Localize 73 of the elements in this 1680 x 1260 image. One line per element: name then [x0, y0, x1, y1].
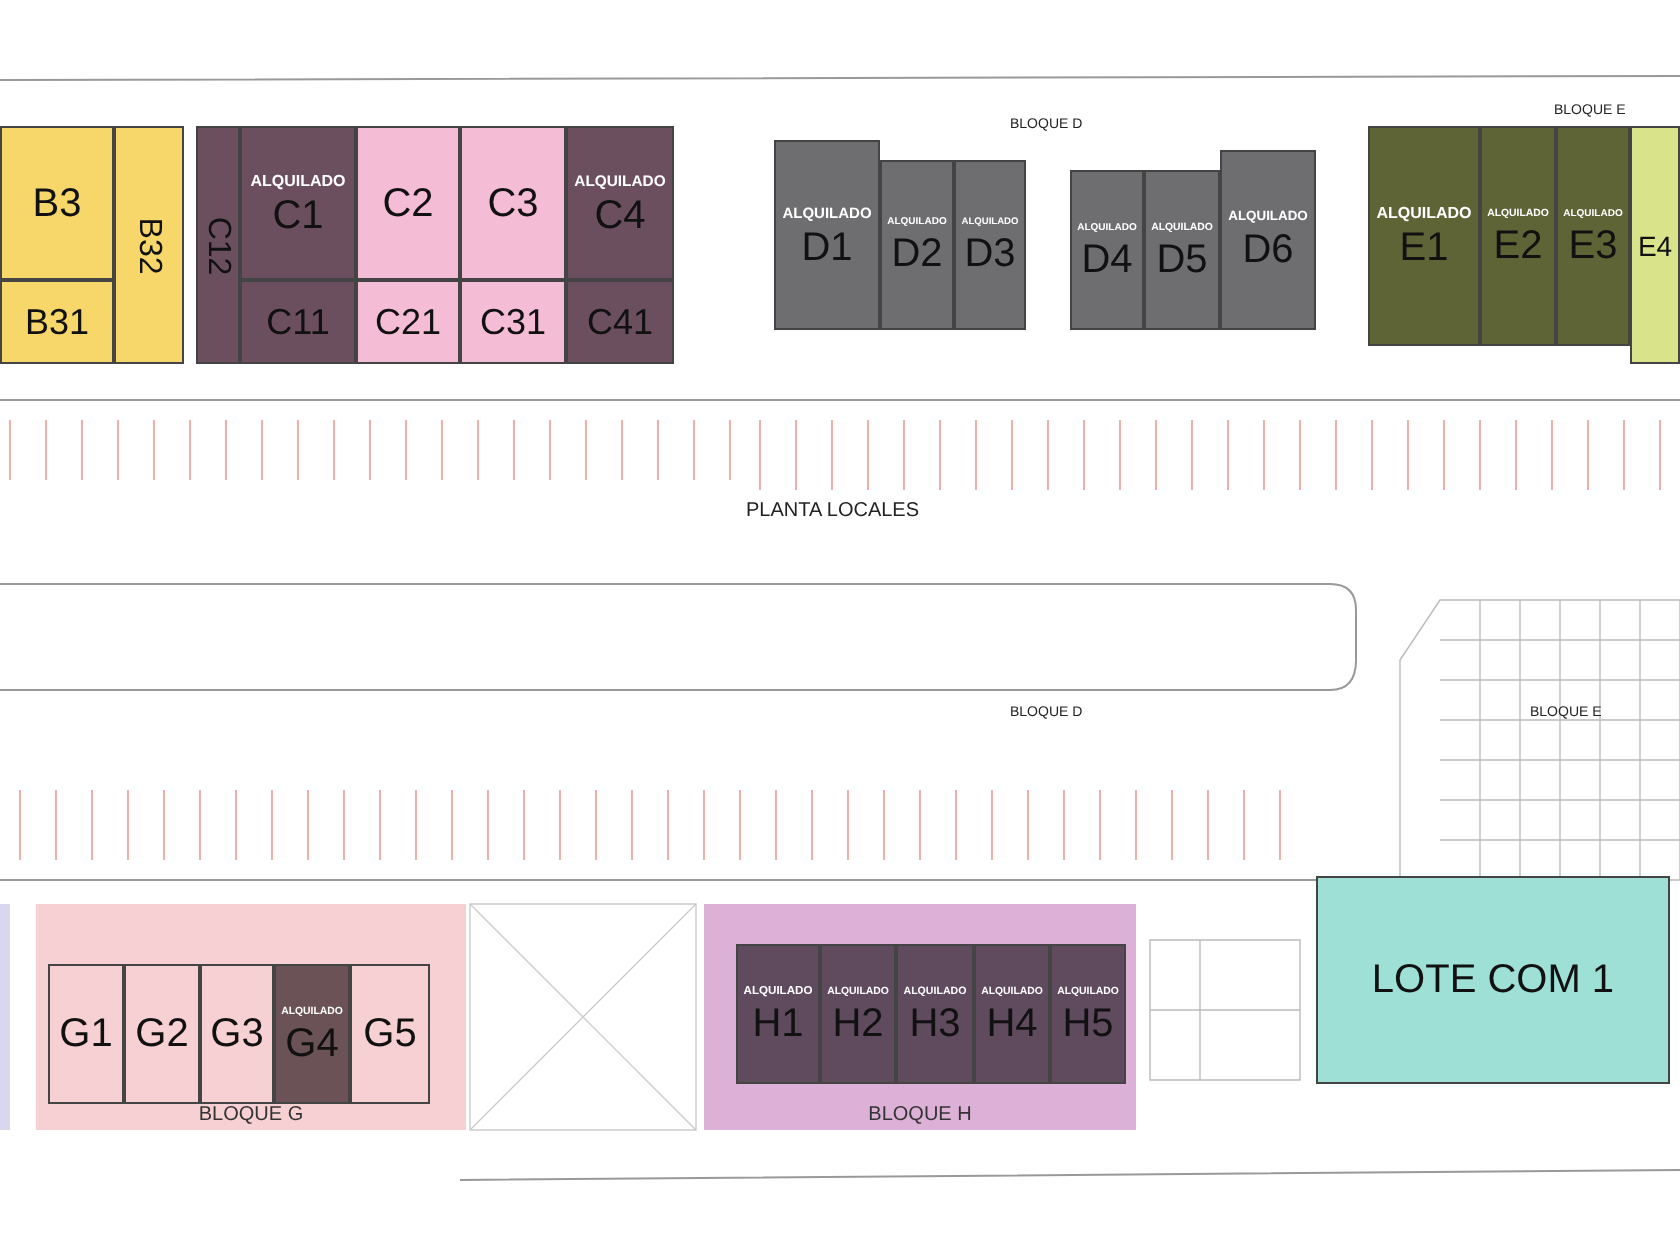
unit-label: D3: [964, 233, 1016, 273]
unit-label: G2: [135, 1014, 189, 1054]
shop-unit: [566, 280, 674, 364]
shop-unit: [1368, 126, 1480, 346]
unit-label: C41: [586, 304, 654, 340]
shop-unit: [1144, 170, 1220, 330]
unit-label: D6: [1242, 230, 1294, 270]
unit-label: D5: [1156, 239, 1208, 279]
unit-label: H1: [752, 1003, 804, 1043]
status-label: ALQUILADO: [1376, 204, 1472, 222]
shop-unit: [350, 964, 430, 1104]
unit-label: H5: [1062, 1003, 1114, 1043]
shop-unit: [974, 944, 1050, 1084]
unit-label: C31: [479, 304, 547, 340]
unit-label: C3: [487, 183, 539, 223]
shop-unit: [774, 140, 880, 330]
shop-unit: [0, 126, 114, 280]
unit-label: LOTE COM 1: [1371, 960, 1615, 1000]
shop-unit: [0, 280, 114, 364]
shop-unit: [954, 160, 1026, 330]
shop-unit: [356, 126, 460, 280]
block-title: BLOQUE G: [196, 1104, 306, 1126]
shop-unit: [1220, 150, 1316, 330]
unit-label: C4: [594, 195, 646, 235]
shop-unit: [460, 126, 566, 280]
unit-label: B31: [24, 304, 90, 340]
unit-label: B32: [133, 216, 165, 274]
unit-label: G5: [363, 1014, 417, 1054]
shop-unit: [736, 944, 820, 1084]
shop-unit: [896, 944, 974, 1084]
unit-label: C21: [374, 304, 442, 340]
unit-label: E4: [1637, 231, 1673, 259]
unit-label: C11: [266, 304, 330, 340]
shop-unit: [820, 944, 896, 1084]
shop-unit: [1480, 126, 1556, 346]
shop-unit: [566, 126, 674, 280]
area-label: PLANTA LOCALES: [746, 500, 920, 522]
shop-unit: [1316, 876, 1670, 1084]
shop-unit: [196, 126, 240, 364]
shop-unit: [1070, 170, 1144, 330]
shop-unit: [240, 126, 356, 280]
building-block-area: [704, 904, 1136, 1130]
shop-unit: [1050, 944, 1126, 1084]
status-label: ALQUILADO: [250, 171, 346, 189]
unit-label: D4: [1081, 239, 1133, 279]
unit-label: D2: [891, 234, 943, 274]
unit-label: C2: [382, 183, 434, 223]
unit-label: H4: [986, 1003, 1038, 1043]
unit-label: B3: [32, 183, 82, 223]
shop-unit: [200, 964, 274, 1104]
shop-unit: [240, 280, 356, 364]
unit-label: G4: [285, 1023, 339, 1063]
unit-label: G1: [59, 1014, 113, 1054]
shop-unit: [114, 126, 184, 364]
shop-unit: [356, 280, 460, 364]
shop-unit: [48, 964, 124, 1104]
unit-label: E3: [1568, 225, 1618, 265]
shop-unit: [274, 964, 350, 1104]
unit-label: D1: [801, 227, 853, 267]
unit-label: E2: [1493, 225, 1543, 265]
unit-label: G3: [210, 1014, 264, 1054]
unit-label: H2: [832, 1003, 884, 1043]
unit-label: E1: [1399, 228, 1449, 268]
block-title: BLOQUE H: [866, 1104, 974, 1126]
unit-label: C1: [272, 195, 324, 235]
shop-unit: [460, 280, 566, 364]
shop-unit: [880, 160, 954, 330]
unit-label: H3: [909, 1003, 961, 1043]
building-block-area: [36, 904, 466, 1130]
shop-unit: [1630, 126, 1680, 364]
unit-label: C12: [202, 215, 234, 275]
shop-unit: [1556, 126, 1630, 346]
shop-unit: [124, 964, 200, 1104]
